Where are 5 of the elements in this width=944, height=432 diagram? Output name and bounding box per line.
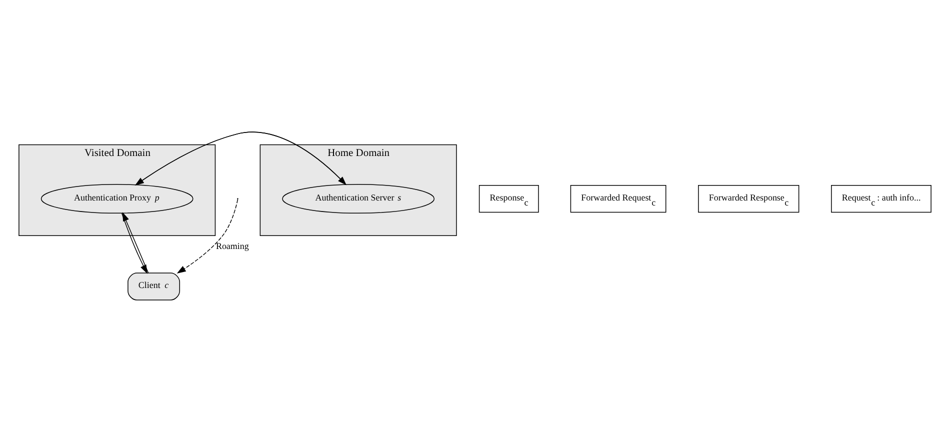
node-ellipse: Authentication Proxy p: [40, 184, 194, 214]
edge-label: Roaming: [216, 240, 249, 251]
node-box: Client c: [128, 272, 180, 300]
node-ellipse: Authentication Server s: [282, 184, 435, 214]
arrow: [176, 199, 238, 274]
